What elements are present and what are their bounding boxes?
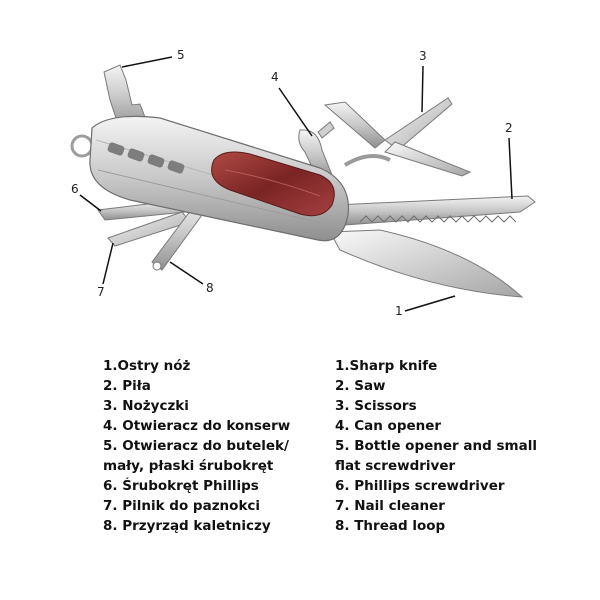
legend-en-item: 8. Thread loop: [335, 518, 446, 534]
scissors-arm: [323, 101, 386, 149]
legend-pl-item: 1.Ostry nóż: [103, 358, 191, 374]
legend-pl-item: 4. Otwieracz do konserw: [103, 418, 291, 434]
legend-english: 1.Sharp knife 2. Saw 3. Scissors 4. Can …: [335, 356, 575, 536]
callout-line-6: [79, 194, 102, 212]
legend-en-item: 5. Bottle opener and small: [335, 438, 537, 454]
callout-number-5: 5: [177, 48, 185, 62]
legend-pl-item: 8. Przyrząd kaletniczy: [103, 518, 271, 534]
legend-pl-item: 3. Nożyczki: [103, 398, 189, 414]
pocket-knife-illustration: [70, 56, 536, 312]
legend-en-item: 1.Sharp knife: [335, 358, 438, 374]
legend-pl-item: 6. Śrubokręt Phillips: [103, 478, 259, 494]
legend-en-item: flat screwdriver: [335, 458, 456, 474]
callout-line-4: [278, 87, 313, 137]
scissors-spring: [343, 154, 391, 167]
key-ring: [70, 134, 94, 158]
knife-blade: [329, 229, 524, 298]
callout-line-3: [421, 65, 424, 113]
callout-number-3: 3: [419, 49, 427, 63]
callout-line-8: [169, 261, 204, 285]
scissors-blade-lower: [384, 141, 472, 177]
knife-diagram: 1 2 3 4 5 6 7 8: [70, 48, 536, 318]
callout-line-7: [102, 242, 114, 285]
callout-number-2: 2: [505, 121, 513, 135]
legend-en-item: 3. Scissors: [335, 398, 417, 414]
callout-number-1: 1: [395, 304, 403, 318]
legend-pl-item: 7. Pilnik do paznokci: [103, 498, 261, 514]
legend-en-item: 2. Saw: [335, 378, 386, 394]
legend-en-item: 4. Can opener: [335, 418, 442, 434]
legend-pl-item: 2. Piła: [103, 378, 151, 394]
bottle-opener: [103, 64, 149, 131]
callout-number-8: 8: [206, 281, 214, 295]
legend-en-item: 6. Phillips screwdriver: [335, 478, 505, 494]
saw-teeth: [359, 215, 517, 223]
legend-en-item: 7. Nail cleaner: [335, 498, 445, 514]
legend-polish: 1.Ostry nóż 2. Piła 3. Nożyczki 4. Otwie…: [103, 356, 323, 536]
callout-line-1: [404, 295, 456, 312]
callout-line-2: [508, 137, 513, 200]
callout-number-7: 7: [97, 285, 105, 299]
legend-pl-item: mały, płaski śrubokręt: [103, 458, 274, 474]
callout-number-6: 6: [71, 182, 79, 196]
wood-inlay: [211, 151, 335, 217]
legend-pl-item: 5. Otwieracz do butelek/: [103, 438, 289, 454]
callout-line-5: [121, 56, 173, 68]
callout-number-4: 4: [271, 70, 279, 84]
